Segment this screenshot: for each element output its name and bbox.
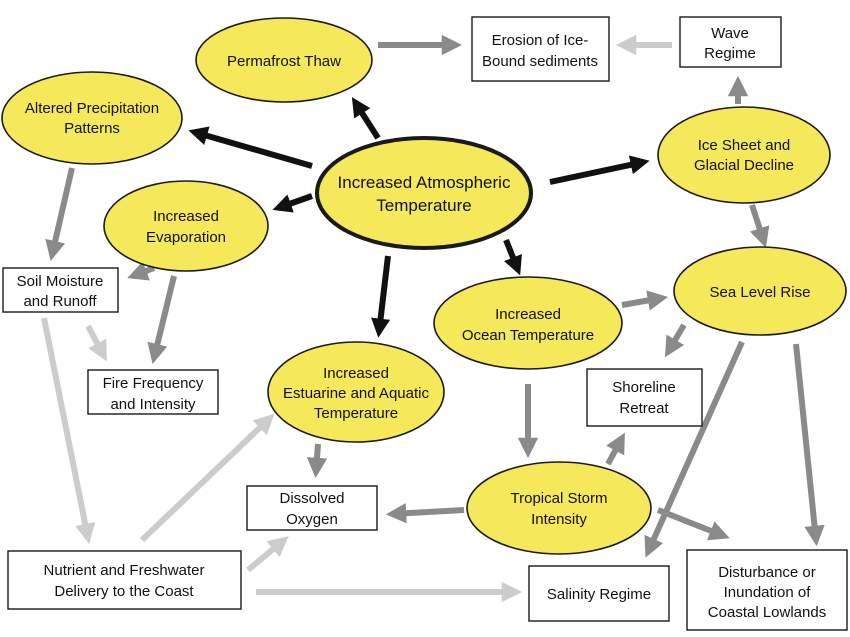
node-label: Permafrost Thaw: [227, 53, 341, 70]
node-label: Dissolved: [279, 490, 344, 507]
node-increased-evaporation: Increased Evaporation: [103, 180, 269, 272]
node-label: Regime: [704, 45, 756, 62]
arrow-center-to-precip: [188, 126, 313, 169]
node-salinity-regime: Salinity Regime: [528, 565, 670, 622]
arrow-center-to-ocean: [503, 238, 522, 276]
node-label: Glacial Decline: [694, 157, 794, 174]
arrow-center-to-evaporation: [272, 193, 313, 213]
node-soil-moisture-runoff: Soil Moisture and Runoff: [2, 267, 119, 313]
node-label: Patterns: [64, 120, 120, 137]
node-sea-level-rise: Sea Level Rise: [673, 246, 847, 336]
node-label: Erosion of Ice-: [492, 32, 589, 49]
arrow-nutrient-to-estuarine: [139, 413, 275, 543]
node-label: Nutrient and Freshwater: [44, 562, 205, 579]
node-label: and Runoff: [23, 293, 97, 310]
arrow-storm-to-disturbance: [656, 507, 730, 541]
node-label: Shoreline: [612, 379, 675, 396]
arrow-sealevel-to-disturbance: [793, 343, 825, 547]
node-label: Ice Sheet and: [698, 137, 791, 154]
node-label: Bound sediments: [482, 53, 598, 70]
node-label: Estuarine and Aquatic: [283, 385, 429, 402]
node-label: Increased: [495, 306, 561, 323]
node-permafrost-thaw: Permafrost Thaw: [195, 17, 373, 103]
node-label: Temperature: [314, 405, 398, 422]
node-label: Temperature: [376, 196, 471, 215]
node-increased-atmospheric-temperature: Increased Atmospheric Temperature: [315, 136, 533, 250]
arrow-evaporation-to-fire: [147, 275, 177, 364]
arrow-precip-to-soil: [45, 167, 75, 261]
node-dissolved-oxygen: Dissolved Oxygen: [246, 485, 378, 531]
arrow-soil-to-nutrient: [41, 317, 96, 545]
node-label: Evaporation: [146, 229, 226, 246]
node-ice-sheet-glacial-decline: Ice Sheet and Glacial Decline: [657, 106, 831, 204]
node-label: Coastal Lowlands: [708, 604, 826, 621]
arrow-center-to-estuarine: [371, 255, 391, 338]
node-label: Soil Moisture: [17, 273, 104, 290]
node-tropical-storm-intensity: Tropical Storm Intensity: [466, 461, 652, 555]
node-wave-regime: Wave Regime: [679, 16, 782, 68]
arrow-icesheet-to-sealevel: [749, 204, 770, 248]
node-label: Sea Level Rise: [710, 284, 811, 301]
node-label: Inundation of: [724, 584, 812, 601]
node-label: Retreat: [619, 400, 669, 417]
arrow-soil-to-fire: [85, 324, 107, 362]
node-label: and Intensity: [110, 396, 196, 413]
arrow-nutrient-to-oxygen: [246, 536, 289, 573]
arrow-ocean-to-sealevel: [621, 290, 669, 311]
node-increased-estuarine-aquatic-temperature: Increased Estuarine and Aquatic Temperat…: [267, 341, 445, 443]
node-label: Altered Precipitation: [25, 100, 159, 117]
node-label: Ocean Temperature: [462, 327, 594, 344]
node-label: Salinity Regime: [547, 586, 651, 603]
arrow-storm-to-shoreline: [605, 432, 625, 466]
node-altered-precipitation: Altered Precipitation Patterns: [1, 71, 183, 165]
node-label: Intensity: [531, 511, 587, 528]
node-label: Tropical Storm: [511, 490, 608, 507]
node-label: Wave: [711, 25, 749, 42]
node-label: Increased: [323, 365, 389, 382]
node-fire-frequency-intensity: Fire Frequency and Intensity: [87, 369, 219, 415]
arrow-evaporation-to-soil: [127, 261, 156, 281]
node-label: Disturbance or: [718, 564, 816, 581]
arrow-center-to-icesheet: [549, 155, 650, 185]
arrow-sealevel-to-salinity: [644, 340, 745, 558]
node-increased-ocean-temperature: Increased Ocean Temperature: [433, 276, 623, 370]
arrows: [41, 34, 825, 603]
node-erosion-ice-bound-sediments: Erosion of Ice- Bound sediments: [471, 16, 610, 82]
node-label: Oxygen: [286, 511, 338, 528]
arrow-storm-to-oxygen: [385, 503, 465, 524]
node-nutrient-freshwater-delivery: Nutrient and Freshwater Delivery to the …: [7, 550, 242, 610]
node-label: Increased: [153, 208, 219, 225]
node-shoreline-retreat: Shoreline Retreat: [586, 368, 703, 427]
arrow-center-to-permafrost: [351, 97, 381, 140]
arrow-sealevel-to-shoreline: [664, 323, 687, 358]
node-label: Fire Frequency: [103, 375, 204, 392]
node-label: Increased Atmospheric: [338, 173, 511, 192]
node-label: Delivery to the Coast: [54, 583, 194, 600]
arrow-estuarine-to-oxygen: [306, 443, 328, 479]
node-disturbance-inundation-coastal-lowlands: Disturbance or Inundation of Coastal Low…: [686, 549, 848, 631]
